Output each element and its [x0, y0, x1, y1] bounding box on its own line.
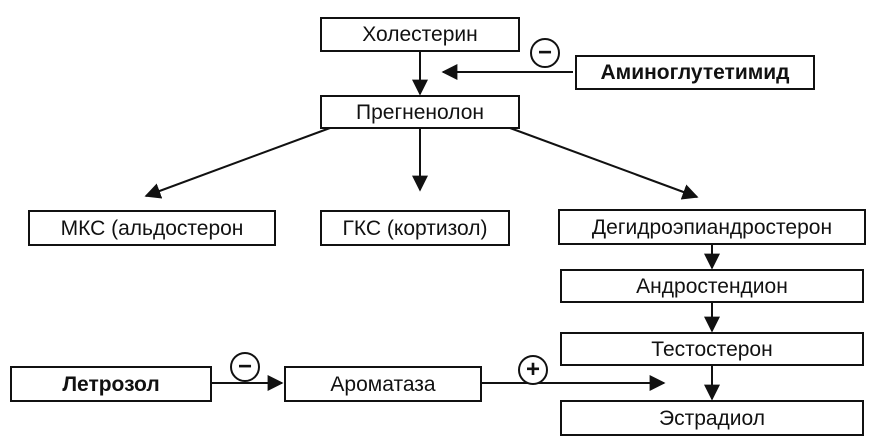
- node-cholesterol: Холестерин: [320, 17, 520, 52]
- node-glucocorticoids: ГКС (кортизол): [320, 210, 510, 246]
- node-letrozole: Летрозол: [10, 366, 212, 402]
- node-mineralocorticoids: МКС (альдостерон: [28, 210, 276, 246]
- node-androstenedione: Андростендион: [560, 269, 864, 303]
- node-pregnenolone: Прегненолон: [320, 95, 520, 129]
- arrow-pregnenolone-to-dhea: [509, 127, 699, 200]
- node-aminoglutethimide: Аминоглутетимид: [575, 55, 815, 90]
- inhibition-sign-aminoglutethimide: −: [530, 38, 560, 68]
- node-testosterone: Тестостерон: [560, 332, 864, 366]
- arrow-pregnenolone-to-mks: [144, 127, 331, 199]
- node-dhea: Дегидроэпиандростерон: [558, 209, 866, 245]
- node-aromatase: Ароматаза: [284, 366, 482, 402]
- node-estradiol: Эстрадиол: [560, 400, 864, 436]
- inhibition-sign-letrozole: −: [230, 352, 260, 382]
- stimulation-sign-aromatase: +: [518, 355, 548, 385]
